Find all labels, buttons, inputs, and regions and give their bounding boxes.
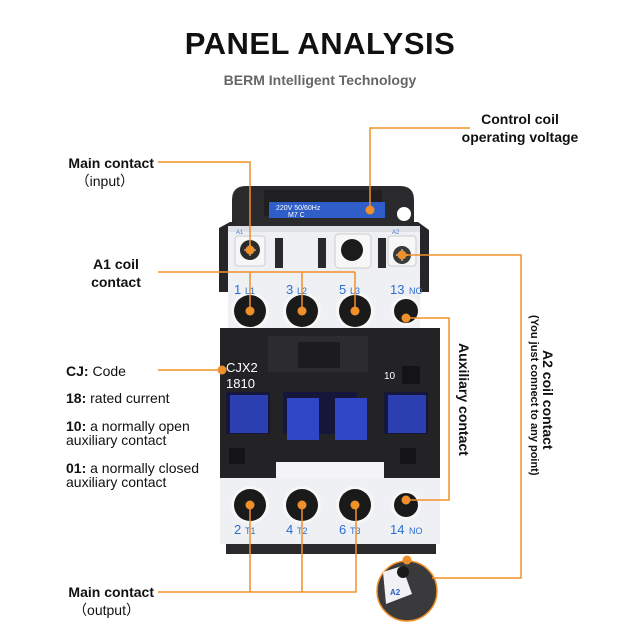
bottom-terminal: 14 NO bbox=[390, 490, 423, 537]
spec-key: 18: bbox=[66, 390, 87, 406]
blue-window-4 bbox=[388, 395, 426, 433]
terminal-number: 5 bbox=[339, 282, 346, 297]
a1-mark: A1 bbox=[236, 230, 244, 236]
coil-label-line2: M7 C bbox=[288, 212, 305, 219]
callout-main-input: Main contact （input） bbox=[40, 154, 154, 190]
callout-control-coil-line2: operating voltage bbox=[461, 129, 579, 145]
terminal-screw bbox=[394, 493, 418, 517]
blue-window-1 bbox=[230, 395, 268, 433]
spec-text: rated current bbox=[90, 390, 170, 406]
terminal-number: 6 bbox=[339, 522, 346, 537]
terminal-screw bbox=[394, 299, 418, 323]
spec-text: a normally closed bbox=[90, 460, 200, 476]
blue-window-3 bbox=[335, 398, 367, 440]
coil-voltage-plate bbox=[269, 202, 385, 218]
blue-window-2 bbox=[287, 398, 319, 440]
callout-line bbox=[158, 161, 251, 250]
terminal-number: 3 bbox=[286, 282, 293, 297]
callout-a1-coil: A1 coil contact bbox=[40, 255, 172, 291]
callout-dot bbox=[297, 306, 307, 316]
callout-main-input-line2: （input） bbox=[75, 173, 134, 189]
page-subtitle: BERM Intelligent Technology bbox=[223, 72, 417, 88]
callout-main-output-line1: Main contact bbox=[68, 584, 154, 600]
callout-control-coil-line1: Control coil bbox=[481, 111, 559, 127]
coil-housing bbox=[232, 186, 414, 226]
callout-auxiliary: Auxiliary contact bbox=[456, 343, 472, 456]
aux-code: 10 bbox=[384, 371, 396, 382]
callout-line bbox=[402, 254, 522, 579]
spec-text: a normally open bbox=[90, 418, 190, 434]
page-title: PANEL ANALYSIS bbox=[184, 26, 456, 61]
callout-main-input-line1: Main contact bbox=[68, 155, 154, 171]
spec-key: CJ: bbox=[66, 363, 89, 379]
spec-item: CJ: Code bbox=[66, 364, 126, 378]
spec-text-2: auxiliary contact bbox=[66, 474, 167, 490]
callout-line bbox=[406, 317, 450, 501]
callout-a1-coil-line1: A1 coil bbox=[93, 256, 139, 272]
callout-main-output-line2: （output） bbox=[73, 602, 140, 618]
callout-a2-coil-note: (You just connect to any point) bbox=[528, 315, 540, 476]
callout-dot bbox=[297, 500, 307, 510]
terminal-number: 2 bbox=[234, 522, 241, 537]
callout-dot bbox=[245, 245, 255, 255]
callout-main-output: Main contact （output） bbox=[40, 583, 154, 619]
a2-inset: A2 bbox=[376, 560, 438, 622]
callout-dot bbox=[401, 495, 411, 505]
spec-item: 18: rated current bbox=[66, 391, 170, 405]
coil-label-line1: 220V 50/60Hz bbox=[276, 205, 321, 212]
callout-line bbox=[158, 271, 356, 311]
terminal-number: 4 bbox=[286, 522, 293, 537]
model-line2: 1810 bbox=[226, 376, 255, 391]
callout-control-coil: Control coil operating voltage bbox=[455, 110, 585, 146]
callout-line bbox=[158, 505, 357, 593]
spec-key: 01: bbox=[66, 460, 87, 476]
callout-dot bbox=[397, 250, 407, 260]
callout-dot bbox=[402, 555, 412, 565]
callout-dot bbox=[350, 500, 360, 510]
callout-dot bbox=[350, 306, 360, 316]
terminal-tag: NO bbox=[409, 286, 423, 296]
callout-dot bbox=[401, 313, 411, 323]
spec-text: Code bbox=[92, 363, 126, 379]
a2-mark: A2 bbox=[392, 230, 400, 236]
callout-dot bbox=[217, 365, 227, 375]
terminal-number: 13 bbox=[390, 282, 404, 297]
callout-dot bbox=[245, 306, 255, 316]
terminal-number: 14 bbox=[390, 522, 404, 537]
inset-label: A2 bbox=[390, 588, 401, 597]
callout-a1-coil-line2: contact bbox=[91, 274, 141, 290]
spec-key: 10: bbox=[66, 418, 87, 434]
callout-dot bbox=[245, 500, 255, 510]
callout-dot bbox=[365, 205, 375, 215]
center-adjuster bbox=[334, 233, 372, 269]
terminal-number: 1 bbox=[234, 282, 241, 297]
callout-line bbox=[369, 127, 470, 210]
model-line1: CJX2 bbox=[226, 360, 258, 375]
callout-a2-coil: A2 coil contact bbox=[540, 350, 556, 450]
terminal-tag: NO bbox=[409, 526, 423, 536]
spec-text-2: auxiliary contact bbox=[66, 432, 167, 448]
